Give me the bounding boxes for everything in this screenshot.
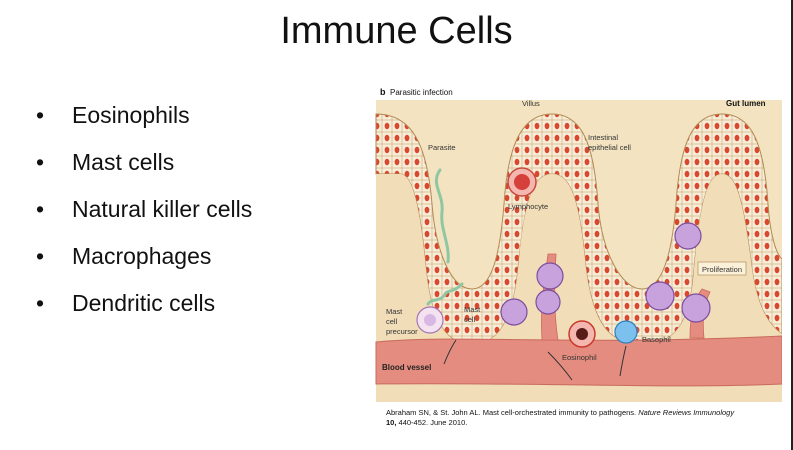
- bullet-text: Dendritic cells: [72, 290, 216, 316]
- mast-cell: [681, 293, 711, 323]
- citation-pages: 440-452. June 2010.: [396, 418, 468, 427]
- label-mast-cell-2: cell: [464, 315, 476, 324]
- mast-cell: [674, 222, 702, 250]
- eosinophil-nucleus: [576, 328, 588, 340]
- arrow-precursor: [443, 339, 457, 365]
- bullet-dot-icon: •: [36, 290, 45, 316]
- label-epithelial-2: epithelial cell: [588, 143, 631, 152]
- label-villus: Villus: [522, 99, 540, 108]
- arrow-eosinophil: [547, 351, 573, 381]
- arrow-basophil: [619, 345, 627, 377]
- mast-cell: [645, 281, 675, 311]
- label-eosinophil: Eosinophil: [562, 353, 597, 362]
- panel-title: Parasitic infection: [390, 88, 453, 97]
- bullet-list: • Eosinophils • Mast cells • Natural killer…: [30, 100, 252, 335]
- bullet-dot-icon: •: [36, 243, 45, 269]
- citation-volume: 10,: [386, 418, 397, 427]
- lymphocyte-nucleus: [514, 174, 530, 190]
- label-proliferation: Proliferation: [702, 265, 742, 274]
- slide-title: Immune Cells: [280, 10, 513, 52]
- bullet-item: • Dendritic cells: [30, 288, 252, 319]
- slide-edge: [791, 0, 793, 450]
- label-lymphocyte: Lymphocyte: [508, 202, 548, 211]
- bullet-text: Eosinophils: [72, 102, 190, 128]
- label-gut-lumen: Gut lumen: [726, 99, 766, 108]
- mast-cell: [536, 262, 564, 290]
- bullet-item: • Natural killer cells: [30, 194, 252, 225]
- mast-cell: [500, 298, 528, 326]
- bullet-item: • Macrophages: [30, 241, 252, 272]
- panel-letter: b: [380, 87, 386, 97]
- bullet-dot-icon: •: [36, 196, 45, 222]
- parasite-worm: [434, 168, 450, 264]
- bullet-text: Macrophages: [72, 243, 212, 269]
- label-basophil: Basophil: [642, 335, 671, 344]
- proliferation-box: [697, 261, 747, 276]
- citation-authors: Abraham SN, & St. John AL. Mast cell-orc…: [386, 408, 639, 417]
- bullet-text: Mast cells: [72, 149, 175, 175]
- bullet-item: • Eosinophils: [30, 100, 252, 131]
- label-mast-precursor-2: cell: [386, 317, 398, 326]
- label-epithelial-1: Intestinal: [588, 133, 618, 142]
- bullet-item: • Mast cells: [30, 147, 252, 178]
- blood-vessel: [375, 335, 782, 387]
- label-mast-cell-1: Mast: [464, 305, 481, 314]
- bullet-dot-icon: •: [36, 149, 45, 175]
- citation: Abraham SN, & St. John AL. Mast cell-orc…: [386, 408, 781, 428]
- label-mast-precursor-1: Mast: [386, 307, 403, 316]
- mast-cell-precursor-nucleus: [424, 314, 436, 326]
- parasitic-infection-figure: b Parasitic infection Villus Gut lumen P…: [372, 84, 782, 402]
- label-mast-precursor-3: precursor: [386, 327, 418, 336]
- parasite-worm: [426, 282, 464, 306]
- label-blood-vessel: Blood vessel: [382, 363, 431, 372]
- label-parasite: Parasite: [428, 143, 456, 152]
- bullet-dot-icon: •: [36, 102, 45, 128]
- mast-cell: [535, 289, 561, 315]
- citation-journal: Nature Reviews Immunology: [638, 408, 735, 417]
- basophil: [614, 320, 638, 344]
- bullet-text: Natural killer cells: [72, 196, 253, 222]
